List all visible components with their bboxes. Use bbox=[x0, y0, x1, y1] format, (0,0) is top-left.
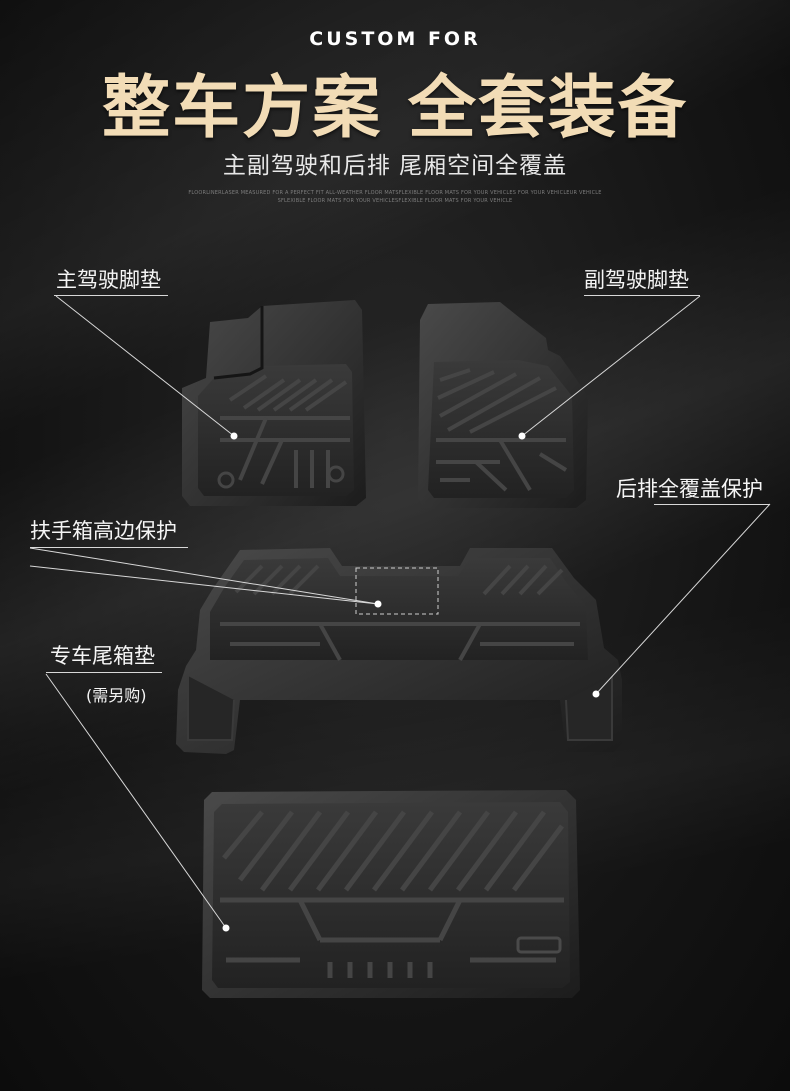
passenger-mat-marker bbox=[518, 432, 526, 440]
armrest-highlight-box bbox=[355, 567, 439, 615]
rear-row-floor-mat bbox=[176, 548, 622, 754]
trunk-mat bbox=[202, 790, 580, 998]
callout-armrest-underline bbox=[30, 547, 188, 548]
trunk-mat-marker bbox=[222, 924, 230, 932]
callout-trunk-note: (需另购) bbox=[86, 686, 147, 705]
callout-passenger-underline bbox=[584, 295, 700, 296]
page-subtitle: 主副驾驶和后排 尾厢空间全覆盖 bbox=[222, 153, 568, 179]
leader-lines bbox=[29, 295, 771, 929]
callout-driver-mat: 主驾驶脚垫 bbox=[56, 268, 161, 292]
armrest-marker bbox=[374, 600, 382, 608]
page-title: 整车方案 全套装备 bbox=[102, 69, 688, 148]
fine-print-2: SFLEXIBLE FLOOR MATS FOR YOUR VEHICLESFL… bbox=[277, 198, 513, 204]
fine-print-1: FLOORLINERLASER MEASURED FOR A PERFECT F… bbox=[188, 190, 602, 196]
callout-passenger-mat: 副驾驶脚垫 bbox=[584, 268, 689, 292]
callout-driver-underline bbox=[54, 295, 168, 296]
callout-rear-full-cover: 后排全覆盖保护 bbox=[616, 477, 763, 501]
passenger-floor-mat bbox=[418, 302, 588, 508]
callout-trunk-underline bbox=[46, 672, 162, 673]
driver-floor-mat bbox=[182, 300, 366, 506]
callout-armrest-high-edge: 扶手箱高边保护 bbox=[30, 519, 177, 543]
rear-cover-marker bbox=[592, 690, 600, 698]
kicker-text: CUSTOM FOR bbox=[309, 28, 481, 50]
driver-mat-marker bbox=[230, 432, 238, 440]
callout-rear-underline bbox=[654, 504, 770, 505]
callout-trunk-mat: 专车尾箱垫 bbox=[50, 644, 155, 668]
